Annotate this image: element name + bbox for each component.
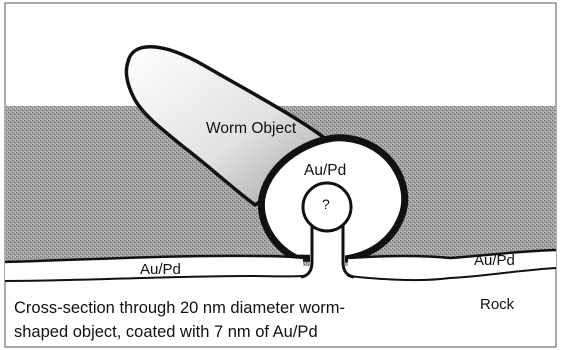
surface-right-label: Au/Pd: [474, 252, 515, 269]
surface-left-label: Au/Pd: [140, 261, 181, 278]
worm-object-label: Worm Object: [206, 120, 297, 137]
caption-line-1: Cross-section through 20 nm diameter wor…: [14, 300, 345, 317]
core-question-label: ?: [322, 196, 330, 212]
rock-label: Rock: [480, 296, 515, 313]
coating-top-label: Au/Pd: [304, 162, 346, 179]
caption-line-2: shaped object, coated with 7 nm of Au/Pd: [14, 324, 318, 341]
